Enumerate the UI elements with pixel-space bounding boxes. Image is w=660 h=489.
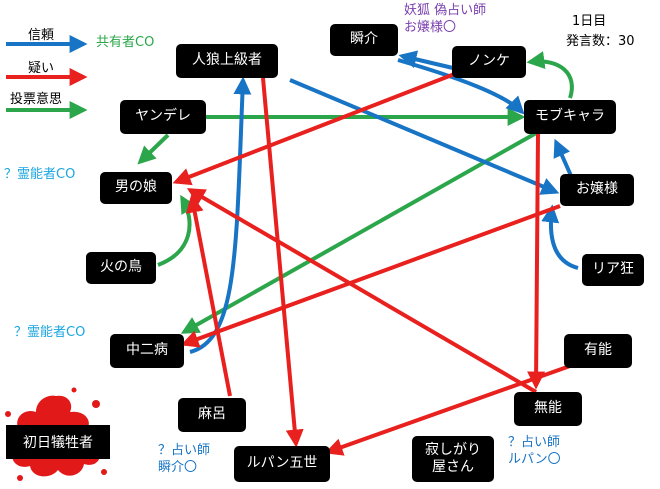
- edge-hinotori-otoko: [157, 194, 198, 267]
- edge-mobu-nonke: [526, 51, 574, 99]
- note-reinou-co-2: ？霊能者CO: [14, 325, 86, 340]
- edge-yandere-otoko: [137, 133, 170, 165]
- node-ojou: お嬢様: [560, 174, 634, 206]
- node-munou: 無能: [514, 392, 582, 426]
- edge-munou-otoko: [186, 188, 538, 394]
- edge-mobu-munou: [527, 133, 546, 390]
- node-otoko: 男の娘: [100, 172, 172, 204]
- edge-jinro-lupin: [261, 77, 304, 448]
- edge-shunsuke-mobu: [397, 58, 525, 115]
- note-uranai-lupin-line2: ルパン〇: [508, 452, 561, 467]
- legend-label-vote: 投票意思: [10, 92, 63, 107]
- edge-nonke-otoko: [172, 66, 471, 186]
- note-uranai-shunsuke: ？占い師 瞬介〇: [158, 442, 210, 476]
- node-hinotori: 火の鳥: [86, 252, 156, 284]
- node-riajuu: リア狂: [582, 254, 644, 286]
- note-uranai-lupin-line1: ？占い師: [508, 435, 561, 450]
- note-uranai-shunsuke-line2: 瞬介〇: [158, 460, 198, 475]
- note-kyouyuu-co: 共有者CO: [96, 35, 155, 50]
- node-yuunou: 有能: [564, 334, 632, 368]
- edge-jinro-ojou: [289, 78, 560, 195]
- note-uranai-lupin: ？占い師 ルパン〇: [508, 434, 561, 468]
- edge-riajuu-ojou: [541, 204, 579, 270]
- node-mobu: モブキャラ: [524, 100, 616, 134]
- note-youko: 妖狐 偽占い師 お嬢様〇: [404, 2, 486, 36]
- day-info: 1日目 発言数：30: [566, 12, 635, 52]
- note-uranai-shunsuke-line1: ？占い師: [158, 443, 211, 458]
- node-jinro: 人狼上級者: [176, 44, 278, 78]
- node-lupin: ルパン五世: [234, 446, 330, 482]
- legend-label-trust: 信頼: [28, 28, 55, 43]
- edge-asaro-otoko: [185, 194, 232, 397]
- edge-mobu-chuuni: [180, 130, 539, 334]
- node-yandere: ヤンデレ: [120, 100, 206, 134]
- note-youko-line1: 妖狐 偽占い師: [404, 3, 487, 18]
- comment-count: 発言数：30: [566, 34, 635, 49]
- node-sabishi: 寂しがり 屋さん: [412, 436, 494, 482]
- node-chuuni: 中二病: [110, 334, 184, 368]
- legend-label-doubt: 疑い: [28, 61, 55, 76]
- edge-chuuni-jinro: [189, 76, 252, 354]
- edge-ojou-mobu: [553, 138, 574, 179]
- note-reinou-co-1: ？霊能者CO: [4, 167, 76, 182]
- node-shunsuke: 瞬介: [330, 24, 398, 56]
- node-victim: 初日犠牲者: [6, 425, 110, 459]
- edge-yuunou-lupin: [324, 364, 571, 456]
- node-nonke: ノンケ: [452, 46, 526, 78]
- note-youko-line2: お嬢様〇: [404, 20, 457, 35]
- day-label: 1日目: [572, 14, 607, 29]
- node-asaro: 麻呂: [178, 398, 246, 432]
- edge-ojou-chuuni: [180, 204, 561, 348]
